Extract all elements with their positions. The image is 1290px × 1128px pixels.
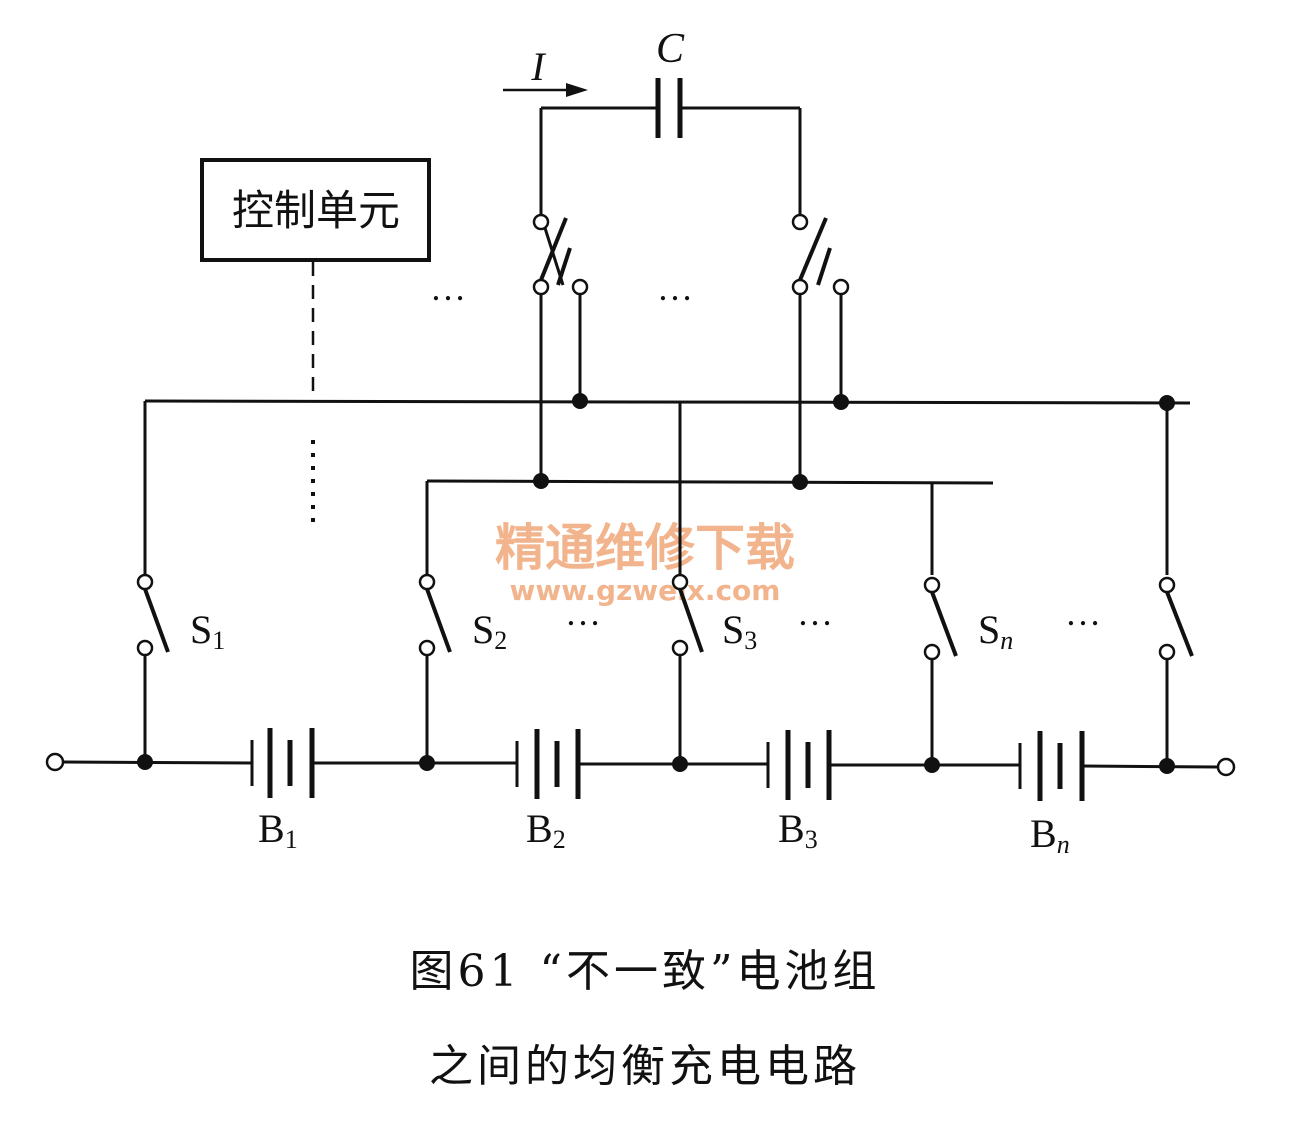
watermark-url: www.gzweix.com (510, 574, 781, 607)
capacitor-label: C (656, 26, 685, 72)
switch-label-sn: Sn (978, 607, 1013, 655)
top-switch-right-blade (798, 217, 828, 281)
capacitor-branch: C I (503, 26, 802, 215)
top-switch-right (791, 213, 850, 480)
control-unit-label: 控制单元 (232, 186, 400, 235)
caption-line-2: 之间的均衡充电电路 (429, 1041, 861, 1092)
switch-label-s3: S3 (722, 607, 757, 655)
battery-b2 (515, 729, 768, 799)
watermark: 精通维修下载 www.gzweix.com (495, 519, 795, 607)
battery-bn (1018, 731, 1219, 801)
battery-label-b1: B1 (258, 806, 298, 854)
switch-sn (923, 576, 958, 765)
battery-b3 (766, 730, 1020, 800)
switch-s3 (671, 573, 704, 764)
control-unit: 控制单元 (200, 158, 431, 530)
ellipsis-top-mid: … (657, 268, 693, 308)
ellipsis-top-left: … (430, 268, 466, 308)
current-label: I (530, 44, 546, 89)
switch-last (1158, 576, 1194, 766)
current-arrow-head (566, 83, 588, 97)
upper-bus (144, 393, 1191, 411)
top-switch-left-blade (539, 217, 568, 281)
battery-label-bn: Bn (1030, 811, 1070, 859)
ellipsis-mid-3: … (1065, 593, 1101, 633)
ellipsis-mid-2: … (797, 593, 833, 633)
battery-label-b3: B3 (778, 806, 818, 854)
control-unit-box (200, 158, 431, 262)
watermark-cn: 精通维修下载 (495, 519, 795, 577)
ellipsis-mid-1: … (565, 593, 601, 633)
battery-b1 (250, 728, 517, 798)
caption-line-1: 图61 “不一致”电池组 (409, 946, 881, 997)
lower-bus (426, 473, 994, 490)
switch-label-s2: S2 (472, 607, 507, 655)
switch-s2 (418, 573, 452, 763)
switch-s1 (136, 573, 170, 762)
battery-label-b2: B2 (526, 806, 566, 854)
switch-label-s1: S1 (190, 607, 225, 655)
top-switch-left (532, 213, 589, 480)
